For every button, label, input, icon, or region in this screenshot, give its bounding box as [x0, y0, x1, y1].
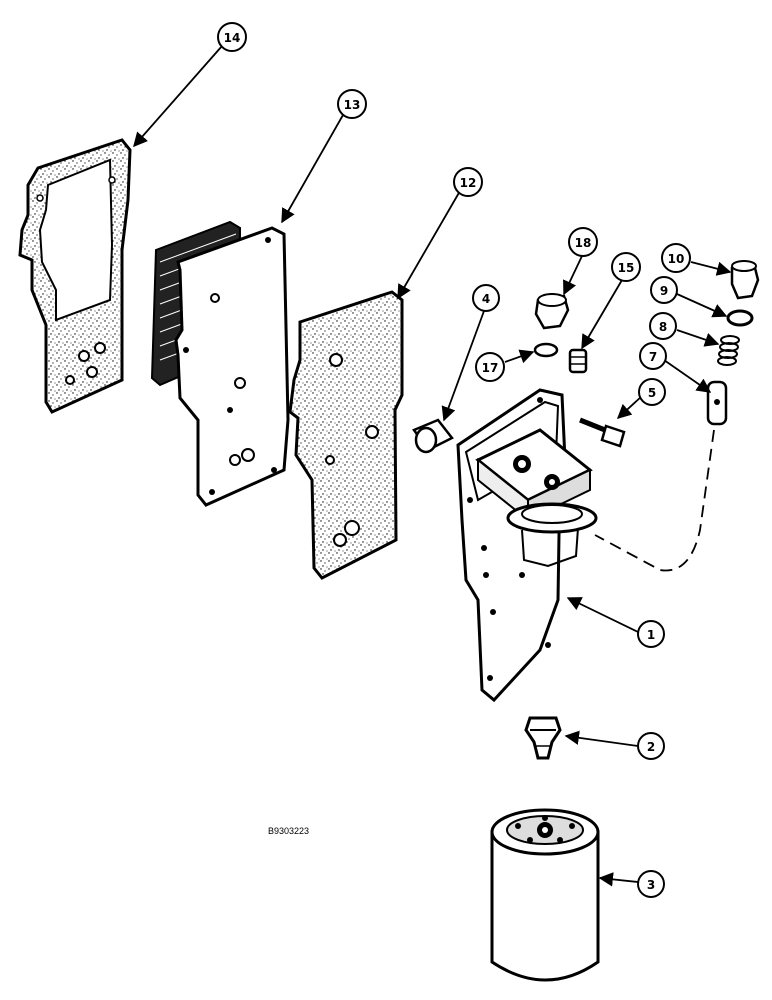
oil-filter-part-3	[490, 808, 600, 982]
callout-circle	[637, 620, 665, 648]
plug-part-17	[534, 293, 570, 330]
leader-15	[581, 279, 623, 350]
leader-10	[690, 261, 732, 276]
callout-label: 9	[660, 284, 668, 298]
valve-part-7	[706, 380, 728, 426]
callout-circle	[337, 89, 367, 119]
leader-lines	[133, 45, 732, 887]
callout-circle	[453, 167, 483, 197]
callout-circle	[217, 22, 247, 52]
plug-part-4	[412, 418, 454, 454]
callout-14: 14	[217, 22, 247, 52]
callout-circle	[650, 276, 678, 304]
callout-5: 5	[638, 378, 666, 406]
callout-label: 4	[482, 292, 490, 306]
callout-12: 12	[453, 167, 483, 197]
leader-12	[397, 190, 461, 300]
gasket-part-12	[288, 290, 404, 580]
callout-8: 8	[649, 312, 677, 340]
callout-circle	[639, 342, 667, 370]
leader-18	[504, 349, 535, 364]
callout-7: 7	[639, 342, 667, 370]
callout-label: 5	[648, 386, 656, 400]
gasket-part-14	[18, 138, 132, 414]
leader-9	[676, 293, 728, 318]
callout-1: 1	[637, 620, 665, 648]
leader-5	[616, 395, 643, 419]
spring-part-8	[717, 335, 740, 366]
leader-1	[566, 597, 639, 633]
callout-label: 1	[647, 628, 655, 642]
leader-13	[281, 114, 344, 224]
bolt-part-5	[579, 417, 626, 448]
callout-13: 13	[337, 89, 367, 119]
o-ring-part-18	[533, 342, 559, 358]
insert-part-15	[568, 348, 588, 374]
callout-label: 13	[344, 98, 361, 112]
callout-circle	[568, 227, 598, 257]
plug-part-10	[730, 260, 760, 300]
callout-label: 18	[575, 236, 592, 250]
callout-circle	[649, 312, 677, 340]
callout-15: 15	[611, 252, 641, 282]
callout-label: 10	[668, 252, 685, 266]
alignment-dashed-line	[594, 429, 715, 572]
callout-4: 4	[472, 284, 500, 312]
callout-label: 14	[224, 31, 241, 45]
callout-label: 3	[647, 878, 655, 892]
filter-head-part-1	[456, 388, 598, 703]
callout-label: 12	[460, 176, 477, 190]
callout-2: 2	[637, 732, 665, 760]
callout-18: 17	[475, 352, 505, 382]
callout-circle	[475, 352, 505, 382]
leader-4	[441, 310, 485, 422]
leader-14	[133, 45, 223, 148]
leader-8	[676, 329, 720, 347]
washer-part-9	[726, 309, 754, 327]
leader-17	[563, 255, 583, 296]
callout-circle	[638, 378, 666, 406]
callout-circle	[637, 732, 665, 760]
callout-circle	[472, 284, 500, 312]
figure-id: B9303223	[268, 826, 309, 836]
callout-circle	[611, 252, 641, 282]
oil-cooler-part-13	[150, 220, 290, 507]
callout-17: 18	[568, 227, 598, 257]
callout-label: 17	[482, 361, 499, 375]
leader-2	[564, 730, 639, 747]
callout-circle	[637, 870, 665, 898]
leader-3	[598, 872, 639, 887]
callout-10: 10	[661, 243, 691, 273]
fitting-part-2	[524, 716, 562, 760]
callout-label: 8	[659, 320, 667, 334]
callout-label: 2	[647, 740, 655, 754]
callout-label: 7	[649, 350, 657, 364]
callout-3: 3	[637, 870, 665, 898]
leader-7	[663, 359, 712, 393]
callout-circle	[661, 243, 691, 273]
callout-label: 15	[618, 261, 635, 275]
callout-9: 9	[650, 276, 678, 304]
